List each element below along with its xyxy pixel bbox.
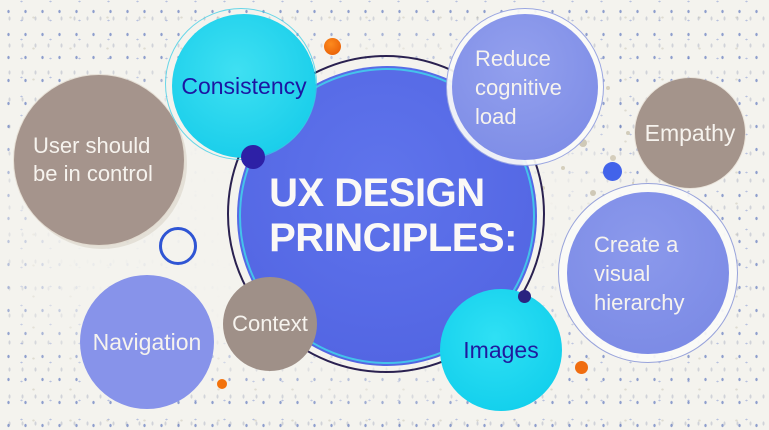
principle-circle-empathy: Empathy xyxy=(635,78,745,188)
main-title: UX DESIGN PRINCIPLES: xyxy=(257,171,517,261)
principle-label: Images xyxy=(463,336,539,363)
circle-fill: Create a visual hierarchy xyxy=(567,192,729,354)
principle-label: Context xyxy=(232,311,308,336)
principle-circle-create-visual-hierarchy: Create a visual hierarchy xyxy=(558,183,738,363)
principle-circle-navigation: Navigation xyxy=(80,275,214,409)
circle-fill: Reduce cognitive load xyxy=(452,14,598,160)
principle-circle-context: Context xyxy=(223,277,317,371)
orange-dot-top xyxy=(324,38,341,55)
principle-circle-user-in-control: User should be in control xyxy=(14,75,184,245)
principle-label: Reduce cognitive load xyxy=(475,45,562,129)
main-title-line2: PRINCIPLES: xyxy=(269,216,517,260)
indigo-dot xyxy=(241,145,265,169)
principle-circle-consistency: Consistency xyxy=(165,8,317,160)
blue-dot xyxy=(603,162,622,181)
outline-ring-circle xyxy=(159,227,197,265)
orange-dot-left xyxy=(217,379,227,389)
principle-label: Navigation xyxy=(92,328,202,355)
navy-dot xyxy=(518,290,531,303)
main-title-line1: UX DESIGN xyxy=(269,171,485,215)
principle-label: Empathy xyxy=(644,119,736,146)
principle-label: Create a visual hierarchy xyxy=(594,231,685,315)
orange-dot-right xyxy=(575,361,588,374)
principle-label: Consistency xyxy=(181,72,307,99)
principle-circle-images: Images xyxy=(440,289,562,411)
principle-label: User should be in control xyxy=(33,133,153,186)
principle-circle-reduce-cognitive-load: Reduce cognitive load xyxy=(446,8,604,166)
